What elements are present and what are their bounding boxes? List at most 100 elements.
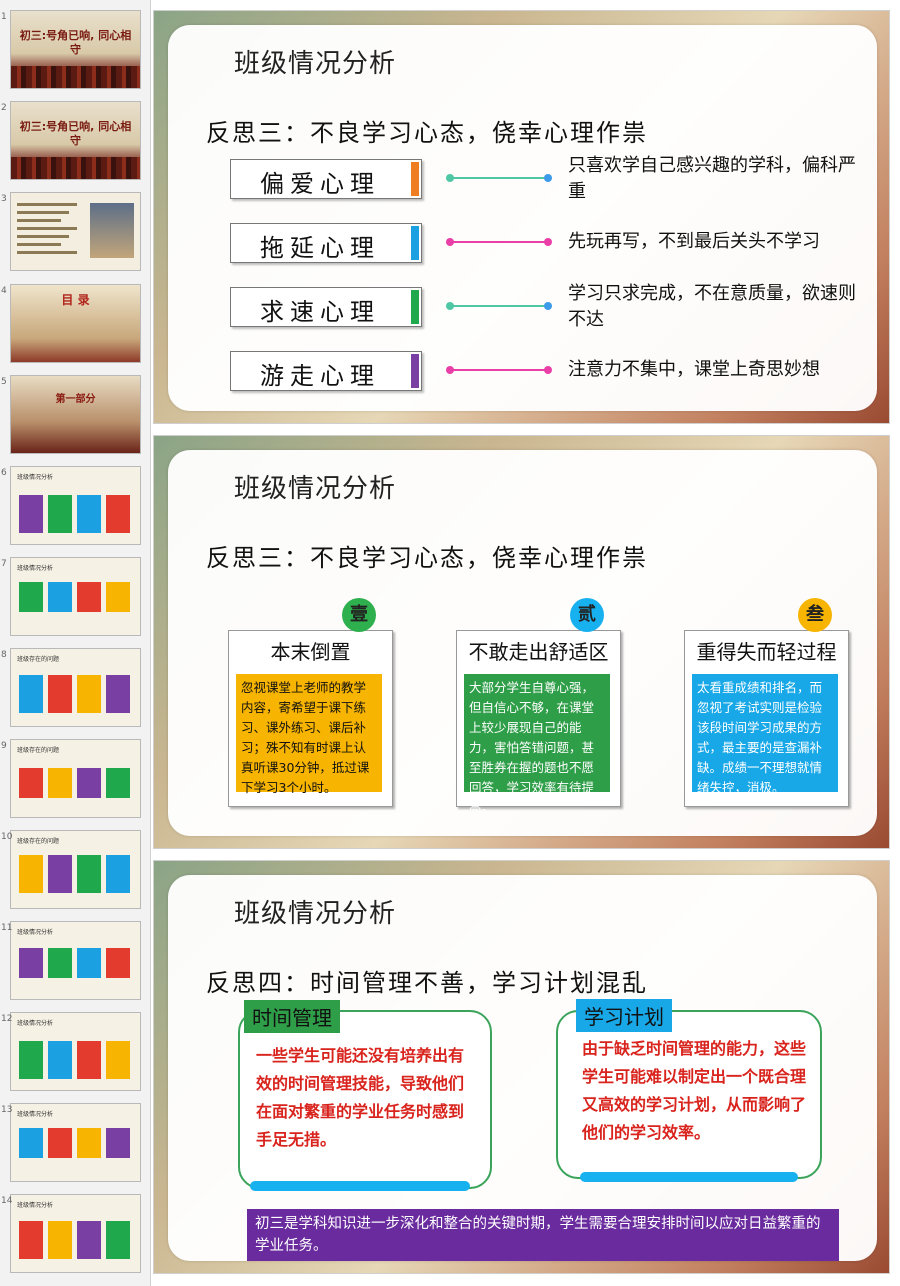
slide-thumbnail[interactable]: 班级情况分析	[10, 466, 141, 545]
slide-thumbnail[interactable]: 班级情况分析	[10, 1012, 141, 1091]
thumbnail-block	[106, 1041, 130, 1079]
card-body: 忽视课堂上老师的教学内容，寄希望于课下练习、课外练习、课后补习；殊不知有时课上认…	[236, 674, 382, 795]
numeral-badge: 壹	[342, 598, 376, 632]
mindset-label-box: 求速心理	[230, 287, 422, 327]
thumbnail-text-line	[17, 203, 77, 206]
thumbnail-title: 班级情况分析	[17, 1202, 54, 1209]
mindset-description: 注意力不集中，课堂上奇思妙想	[568, 359, 820, 380]
thumbnail-block	[106, 675, 130, 713]
thumbnail-block	[48, 495, 72, 533]
thumbnail-text-line	[17, 227, 77, 230]
slide-thumbnail[interactable]: 班级存在的问题	[10, 648, 141, 727]
connector-dot	[446, 174, 454, 182]
thumbnail-title: 班级存在的问题	[17, 838, 60, 845]
thumbnail-text-line	[17, 219, 61, 222]
mindset-color-tab	[411, 226, 419, 260]
slide-thumbnail[interactable]: 班级存在的问题	[10, 830, 141, 909]
thumbnail-block	[106, 855, 130, 893]
thumbnail-block	[77, 1128, 101, 1158]
mindset-label: 拖延心理	[260, 234, 380, 262]
thumbnail-title: 班级情况分析	[17, 474, 54, 481]
slide-thumbnail[interactable]: 班级情况分析	[10, 1103, 141, 1182]
slide-number: 6	[1, 468, 7, 478]
mindset-label: 求速心理	[260, 298, 380, 326]
connector-dot	[544, 366, 552, 374]
mindset-color-tab	[411, 354, 419, 388]
mindset-card: 不敢走出舒适区大部分学生自尊心强，但自信心不够，在课堂上较少展现自己的能力，害怕…	[456, 630, 621, 815]
thumbnail-block	[106, 1221, 130, 1259]
thumbnail-block	[48, 855, 72, 893]
slide-thumbnail[interactable]: 班级情况分析	[10, 1194, 141, 1273]
thumbnail-block	[19, 1128, 43, 1158]
thumbnail-block	[106, 582, 130, 612]
thumbnail-title: 班级存在的问题	[17, 656, 60, 663]
thumbnail-block	[77, 495, 101, 533]
slide-thumbnail[interactable]	[10, 192, 141, 271]
slide-number: 12	[1, 1014, 13, 1024]
slide-number: 7	[1, 559, 7, 569]
slide-2[interactable]: 班级情况分析 反思三：不良学习心态，侥幸心理作祟 本末倒置忽视课堂上老师的教学内…	[153, 435, 890, 849]
slide-number: 5	[1, 377, 7, 387]
slide-thumbnail[interactable]: 目 录	[10, 284, 141, 363]
thumbnail-block	[77, 582, 101, 612]
slide-number: 13	[1, 1105, 13, 1115]
slide-thumbnail[interactable]: 班级存在的问题	[10, 739, 141, 818]
thumbnail-title: 第一部分	[55, 394, 96, 405]
mindset-label-box: 拖延心理	[230, 223, 422, 263]
slide-number: 1	[1, 12, 7, 22]
thumbnail-block	[19, 768, 43, 798]
connector-line	[446, 366, 552, 374]
thumbnail-crowd-art	[11, 157, 140, 179]
slide-number: 9	[1, 741, 7, 751]
slide-thumbnail[interactable]: 初三:号角已响, 同心相守	[10, 10, 141, 89]
slide-title: 班级情况分析	[234, 899, 397, 929]
thumbnail-title: 班级情况分析	[17, 565, 54, 572]
mindset-description: 学习只求完成，不在意质量，欲速则不达	[568, 283, 856, 330]
mindset-color-tab	[411, 290, 419, 324]
thumbnail-block	[48, 768, 72, 798]
slide-3[interactable]: 班级情况分析 反思四：时间管理不善，学习计划混乱 时间管理 一些学生可能还没有培…	[153, 860, 890, 1274]
thumbnail-title: 目 录	[61, 293, 90, 307]
time-management-text: 一些学生可能还没有培养出有效的时间管理技能，导致他们在面对繁重的学业任务时感到手…	[256, 1046, 465, 1149]
numeral-badge: 贰	[570, 598, 604, 632]
thumbnail-image	[90, 203, 134, 258]
summary-banner: 初三是学科知识进一步深化和整合的关键时期，学生需要合理安排时间以应对日益繁重的学…	[247, 1209, 839, 1261]
thumbnail-title: 初三:号角已响, 同心相守	[19, 29, 132, 56]
slide-1[interactable]: 班级情况分析 反思三：不良学习心态，侥幸心理作祟 偏爱心理只喜欢学自己感兴趣的学…	[153, 10, 890, 424]
thumbnail-block	[106, 495, 130, 533]
slide-thumbnail[interactable]: 初三:号角已响, 同心相守	[10, 101, 141, 180]
slide-3-card: 班级情况分析 反思四：时间管理不善，学习计划混乱 时间管理 一些学生可能还没有培…	[168, 875, 877, 1261]
thumbnail-block	[77, 675, 101, 713]
thumbnail-block	[19, 1041, 43, 1079]
study-plan-tag: 学习计划	[576, 999, 672, 1032]
panel-base-bar	[250, 1181, 470, 1191]
thumbnail-block	[19, 948, 43, 978]
slide-thumbnail[interactable]: 第一部分	[10, 375, 141, 454]
thumbnail-block	[77, 1221, 101, 1259]
thumbnail-text-line	[17, 251, 77, 254]
connector-dot	[544, 238, 552, 246]
study-plan-panel	[556, 1010, 822, 1179]
slide-number: 11	[1, 923, 13, 933]
thumbnail-block	[106, 1128, 130, 1158]
mindset-card: 重得失而轻过程太看重成绩和排名，而忽视了考试实则是检验该段时间学习成果的方式，最…	[684, 630, 849, 807]
connector-dot	[446, 302, 454, 310]
thumbnail-block	[19, 675, 43, 713]
mindset-label-box: 游走心理	[230, 351, 422, 391]
card-body: 太看重成绩和排名，而忽视了考试实则是检验该段时间学习成果的方式，最主要的是查漏补…	[692, 674, 838, 795]
thumbnail-block	[106, 768, 130, 798]
slide-subtitle: 反思三：不良学习心态，侥幸心理作祟	[206, 119, 648, 147]
slide-1-card: 班级情况分析 反思三：不良学习心态，侥幸心理作祟 偏爱心理只喜欢学自己感兴趣的学…	[168, 25, 877, 411]
slide-title: 班级情况分析	[234, 474, 397, 504]
slide-2-card: 班级情况分析 反思三：不良学习心态，侥幸心理作祟 本末倒置忽视课堂上老师的教学内…	[168, 450, 877, 836]
thumbnail-block	[48, 582, 72, 612]
slide-thumbnail[interactable]: 班级情况分析	[10, 557, 141, 636]
connector-line	[446, 238, 552, 246]
slide-thumbnail[interactable]: 班级情况分析	[10, 921, 141, 1000]
time-management-tag: 时间管理	[244, 1000, 340, 1033]
connector-line	[446, 302, 552, 310]
slide-subtitle: 反思三：不良学习心态，侥幸心理作祟	[206, 544, 648, 572]
connector-dot	[446, 238, 454, 246]
slide-title: 班级情况分析	[234, 49, 397, 79]
